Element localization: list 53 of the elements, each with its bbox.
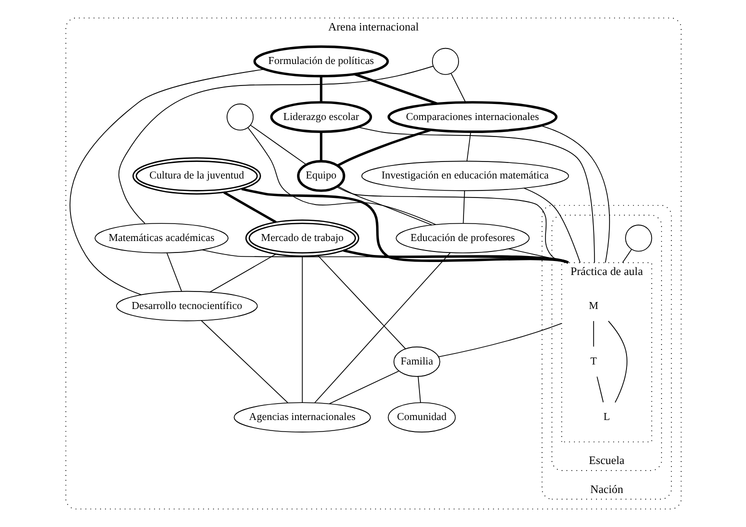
- node-ellipse: Desarrollo tecnocientífico: [116, 290, 258, 322]
- connector: [342, 249, 568, 264]
- node-circle: [226, 104, 254, 131]
- node-text: L: [602, 412, 610, 424]
- connector: [250, 124, 306, 166]
- node-ellipse: Cultura de la juventud: [132, 157, 261, 195]
- connector: [540, 125, 610, 264]
- connector: [319, 76, 322, 102]
- node-ellipse: Liderazgo escolar: [270, 101, 372, 133]
- connector: [450, 72, 466, 103]
- connector: [336, 128, 431, 167]
- connector: [240, 188, 568, 264]
- connector: [596, 376, 604, 403]
- connector: [417, 376, 420, 403]
- connector: [208, 254, 276, 293]
- connector: [222, 191, 276, 224]
- connector: [336, 186, 432, 226]
- connector: [201, 249, 568, 264]
- connector: [247, 127, 436, 226]
- connector: [317, 255, 406, 350]
- node-ellipse: Comparaciones internacionales: [387, 101, 558, 133]
- connector: [69, 68, 265, 296]
- node-text: T: [590, 356, 596, 368]
- connector: [508, 248, 568, 264]
- connector: [522, 188, 580, 264]
- node-ellipse: Mercado de trabajo: [244, 219, 359, 257]
- connector: [301, 256, 302, 404]
- connector: [118, 66, 434, 224]
- node-ellipse: Familia: [392, 346, 440, 377]
- connector: [328, 370, 399, 404]
- node-circle: [432, 48, 459, 75]
- connector: [200, 320, 288, 404]
- connector: [319, 132, 322, 162]
- connector: [314, 252, 450, 404]
- node-ellipse: Educación de profesores: [395, 223, 530, 254]
- connector: [592, 320, 594, 348]
- node-circle: [624, 224, 652, 252]
- connector: [607, 320, 627, 403]
- node-ellipse: Formulación de políticas: [252, 45, 388, 78]
- node-ellipse: Agencias internacionales: [233, 402, 370, 432]
- node-ellipse: Matemáticas académicas: [94, 223, 228, 254]
- node-ellipse: Comunidad: [387, 402, 456, 432]
- connector: [466, 132, 471, 162]
- node-text: M: [588, 300, 598, 312]
- connector: [438, 322, 562, 358]
- connector: [354, 73, 438, 105]
- node-ellipse: Equipo: [296, 160, 345, 192]
- connector: [166, 252, 182, 292]
- connector: [356, 126, 594, 264]
- connector: [622, 248, 632, 264]
- connector: [336, 186, 568, 264]
- connector: [462, 190, 464, 224]
- node-ellipse: Investigación en educación matemática: [360, 160, 568, 192]
